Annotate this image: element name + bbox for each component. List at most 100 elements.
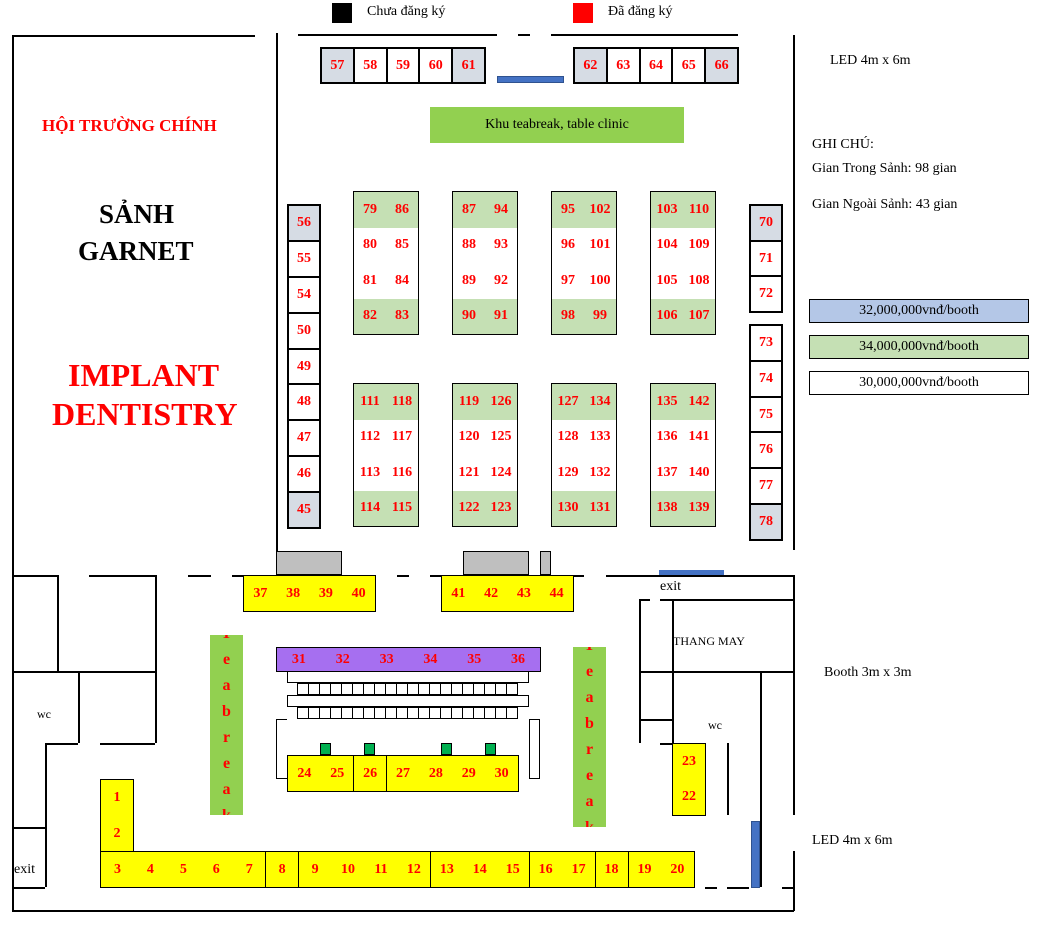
booth-35: 35: [452, 648, 497, 671]
booth-58: 58: [353, 48, 387, 83]
teabreak-letter: T: [221, 635, 232, 647]
booth-39: 39: [309, 576, 343, 611]
booth-90: 90: [453, 298, 485, 334]
booth-137: 137: [651, 455, 683, 491]
booth-72: 72: [750, 276, 782, 313]
seat: [506, 683, 518, 695]
booth-116: 116: [386, 455, 418, 491]
booth-32: 32: [320, 648, 365, 671]
booth-50: 50: [288, 312, 320, 349]
booth-30: 30: [485, 756, 519, 791]
booth-38: 38: [276, 576, 310, 611]
booth-61: 61: [452, 48, 485, 83]
booth-82: 82: [354, 298, 386, 334]
booth-75: 75: [750, 396, 782, 433]
booth-139: 139: [683, 490, 715, 526]
booth-127: 127: [552, 384, 584, 420]
wc-label-right: wc: [708, 718, 722, 732]
booth-94: 94: [485, 192, 517, 228]
booth-23: 23: [673, 744, 705, 780]
booth-13: 13: [430, 852, 464, 887]
booth-65: 65: [672, 48, 706, 83]
teabreak-letter: T: [584, 647, 595, 659]
booth-27: 27: [386, 756, 420, 791]
teabreak-letter: b: [222, 703, 231, 720]
led-screen-bottom: [751, 821, 760, 888]
booth-25: 25: [320, 756, 354, 791]
booth-73: 73: [750, 325, 782, 361]
price-30m: 30,000,000vnđ/booth: [809, 371, 1029, 395]
teabreak-letter: k: [222, 803, 231, 815]
green-marker: [441, 743, 452, 755]
teabreak-letter: a: [585, 689, 594, 706]
teabreak-letter: r: [585, 741, 594, 758]
implant-label-2: DENTISTRY: [52, 396, 238, 432]
booth-105: 105: [651, 263, 683, 299]
elevator-label: THANG MAY: [673, 634, 745, 648]
seat: [506, 707, 518, 719]
booth-40: 40: [342, 576, 375, 611]
teabreak-letter: b: [585, 715, 594, 732]
booth-95: 95: [552, 192, 584, 228]
booth-130: 130: [552, 490, 584, 526]
main-hall-title: HỘI TRƯỜNG CHÍNH: [42, 116, 217, 135]
booth-76: 76: [750, 432, 782, 469]
booth-8: 8: [265, 852, 299, 887]
green-marker: [485, 743, 496, 755]
booth-17: 17: [562, 852, 596, 887]
booth-5: 5: [166, 852, 200, 887]
price-label: 30,000,000vnđ/booth: [859, 375, 979, 390]
teabreak-letter: a: [222, 677, 231, 694]
booth-44: 44: [540, 576, 573, 611]
booth-133: 133: [584, 419, 616, 455]
booth-26: 26: [353, 756, 387, 791]
booth-123: 123: [485, 490, 517, 526]
booth-79: 79: [354, 192, 386, 228]
led-bottom-note: LED 4m x 6m: [812, 833, 893, 848]
teabreak-letter: r: [222, 729, 231, 746]
teabreak-letter: a: [222, 781, 231, 798]
booth-131: 131: [584, 490, 616, 526]
booth-70: 70: [750, 205, 782, 241]
booth-81: 81: [354, 263, 386, 299]
booth-33: 33: [364, 648, 409, 671]
booth-77: 77: [750, 468, 782, 505]
teabreak-letter: e: [585, 767, 594, 784]
booth-41: 41: [442, 576, 475, 611]
booth-64: 64: [639, 48, 673, 83]
teabreak-letter: e: [222, 651, 231, 668]
led-top-note: LED 4m x 6m: [830, 53, 911, 68]
booth-109: 109: [683, 227, 715, 263]
booth-117: 117: [386, 419, 418, 455]
booth-12: 12: [397, 852, 431, 887]
implant-label-1: IMPLANT: [68, 357, 220, 393]
exit-door-bar: [659, 570, 724, 575]
booth-14: 14: [463, 852, 497, 887]
booth-136: 136: [651, 419, 683, 455]
booth-46: 46: [288, 456, 320, 493]
teabreak-strip-left: Teabreak: [210, 635, 243, 815]
booth-57: 57: [321, 48, 354, 83]
booth-106: 106: [651, 298, 683, 334]
green-marker: [320, 743, 331, 755]
green-marker: [364, 743, 375, 755]
booth-29: 29: [452, 756, 486, 791]
booth-115: 115: [386, 490, 418, 526]
booth-135: 135: [651, 384, 683, 420]
booth-78: 78: [750, 504, 782, 540]
booth-93: 93: [485, 227, 517, 263]
gray-structure-3: [540, 551, 551, 575]
booth-104: 104: [651, 227, 683, 263]
